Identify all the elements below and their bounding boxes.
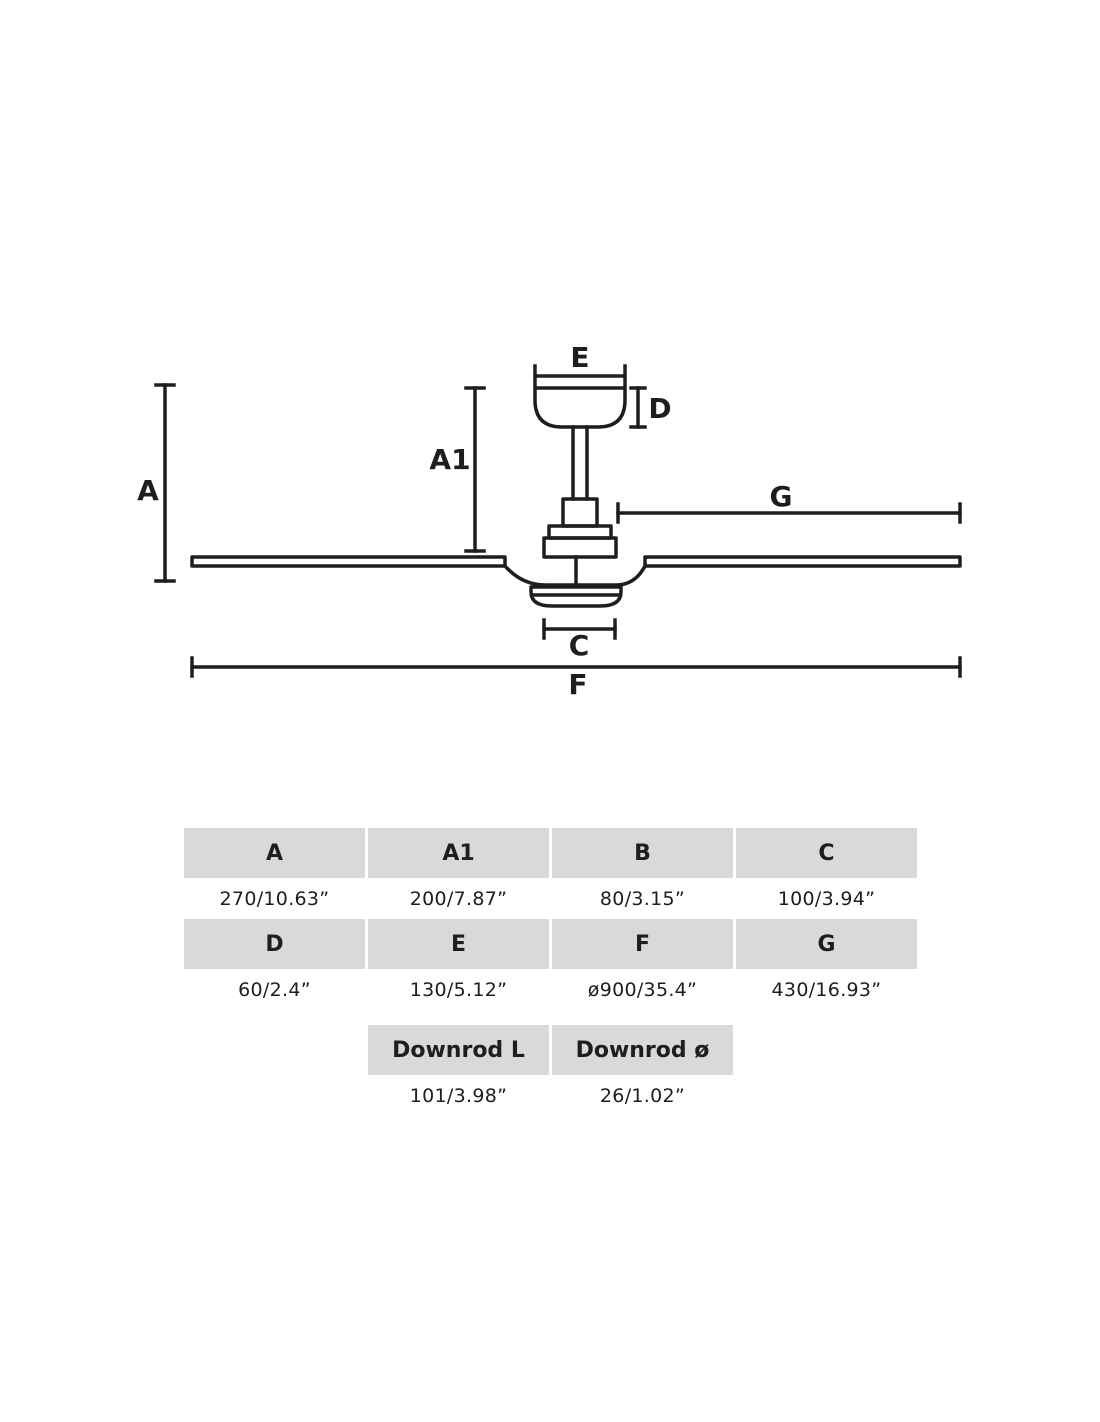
dimension-line-f bbox=[190, 656, 962, 678]
spec-header-downrod-diameter: Downrod ø bbox=[552, 1025, 733, 1075]
canopy bbox=[533, 386, 627, 429]
spec-header-g: G bbox=[736, 919, 917, 969]
label-a1: A1 bbox=[429, 443, 470, 476]
dimension-line-a1 bbox=[464, 386, 486, 553]
label-e: E bbox=[570, 341, 589, 374]
spec-header-downrod-length: Downrod L bbox=[368, 1025, 549, 1075]
label-f: F bbox=[568, 668, 587, 701]
spec-value-g: 430/16.93” bbox=[771, 979, 882, 1001]
label-d: D bbox=[648, 392, 671, 425]
spec-header-a: A bbox=[184, 828, 365, 878]
fan-outline bbox=[190, 386, 962, 608]
spec-header-row-2: D E F G bbox=[184, 919, 917, 969]
label-c: C bbox=[569, 629, 590, 662]
spec-value-d: 60/2.4” bbox=[238, 979, 311, 1001]
motor-housing bbox=[542, 536, 618, 559]
motor-body bbox=[502, 563, 648, 587]
spec-value-f: ø900/35.4” bbox=[587, 979, 698, 1001]
spec-header-e: E bbox=[368, 919, 549, 969]
blade-right bbox=[643, 555, 962, 568]
spec-header-row-3: Downrod L Downrod ø bbox=[368, 1025, 733, 1075]
spec-value-e: 130/5.12” bbox=[409, 979, 508, 1001]
spec-value-row-1: 270/10.63” 200/7.87” 80/3.15” 100/3.94” bbox=[184, 879, 917, 919]
spec-value-row-2: 60/2.4” 130/5.12” ø900/35.4” 430/16.93” bbox=[184, 970, 917, 1010]
motor-collar bbox=[561, 497, 599, 528]
blade-left bbox=[190, 555, 507, 568]
spec-value-a1: 200/7.87” bbox=[409, 888, 508, 910]
dimension-line-c bbox=[542, 618, 617, 640]
dimension-line-e bbox=[533, 364, 627, 388]
spec-value-downrod-length: 101/3.98” bbox=[409, 1085, 508, 1107]
spec-value-b: 80/3.15” bbox=[599, 888, 686, 910]
spec-value-c: 100/3.94” bbox=[777, 888, 876, 910]
fan-dimension-drawing: A A1 E D G C F bbox=[137, 341, 962, 701]
dimension-line-g bbox=[616, 502, 962, 524]
spec-header-d: D bbox=[184, 919, 365, 969]
dimension-line-a bbox=[154, 383, 176, 583]
spec-value-row-3: 101/3.98” 26/1.02” bbox=[368, 1076, 733, 1116]
spec-value-a: 270/10.63” bbox=[219, 888, 330, 910]
dimension-line-d bbox=[629, 386, 647, 429]
spec-header-b: B bbox=[552, 828, 733, 878]
spec-value-downrod-diameter: 26/1.02” bbox=[599, 1085, 686, 1107]
spec-header-f: F bbox=[552, 919, 733, 969]
spec-header-row-1: A A1 B C bbox=[184, 828, 917, 878]
label-a: A bbox=[137, 474, 159, 507]
spec-header-c: C bbox=[736, 828, 917, 878]
spec-header-a1: A1 bbox=[368, 828, 549, 878]
label-g: G bbox=[770, 480, 793, 513]
